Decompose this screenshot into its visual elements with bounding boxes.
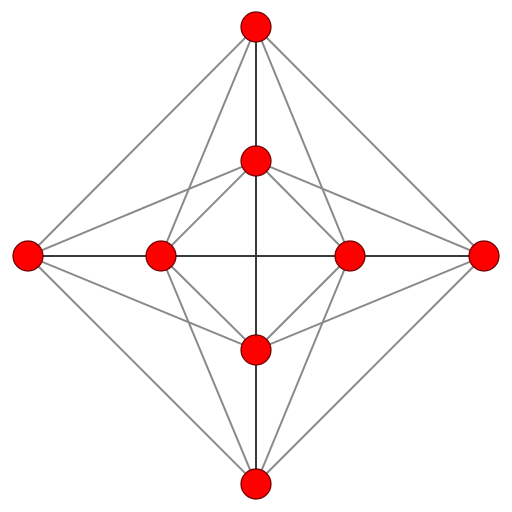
node-outer-top: [240, 11, 272, 43]
edges-layer: [27, 26, 485, 485]
edge-outer-bottom-to-outer-left: [27, 255, 257, 485]
edge-outer-top-to-inner-right: [255, 26, 351, 257]
edge-outer-top-to-inner-left: [160, 26, 257, 257]
node-outer-right: [468, 240, 500, 272]
edge-inner-top-to-inner-right: [255, 160, 351, 257]
edge-inner-bottom-to-inner-right: [255, 255, 351, 351]
edge-outer-top-to-outer-left: [27, 26, 257, 257]
edge-inner-bottom-to-inner-left: [160, 255, 257, 351]
node-inner-right: [334, 240, 366, 272]
edge-outer-left-to-inner-bottom: [27, 255, 257, 351]
node-outer-bottom: [240, 468, 272, 500]
edge-outer-right-to-inner-bottom: [255, 255, 485, 351]
edge-outer-right-to-inner-top: [255, 160, 485, 257]
node-inner-left: [145, 240, 177, 272]
node-inner-top: [240, 145, 272, 177]
node-outer-left: [12, 240, 44, 272]
edge-outer-bottom-to-inner-left: [160, 255, 257, 485]
nodes-layer: [12, 11, 500, 500]
edge-outer-bottom-to-outer-right: [255, 255, 485, 485]
edge-outer-top-to-outer-right: [255, 26, 485, 257]
edge-outer-left-to-inner-top: [27, 160, 257, 257]
edge-outer-bottom-to-inner-right: [255, 255, 351, 485]
edge-inner-top-to-inner-left: [160, 160, 257, 257]
node-inner-bottom: [240, 334, 272, 366]
